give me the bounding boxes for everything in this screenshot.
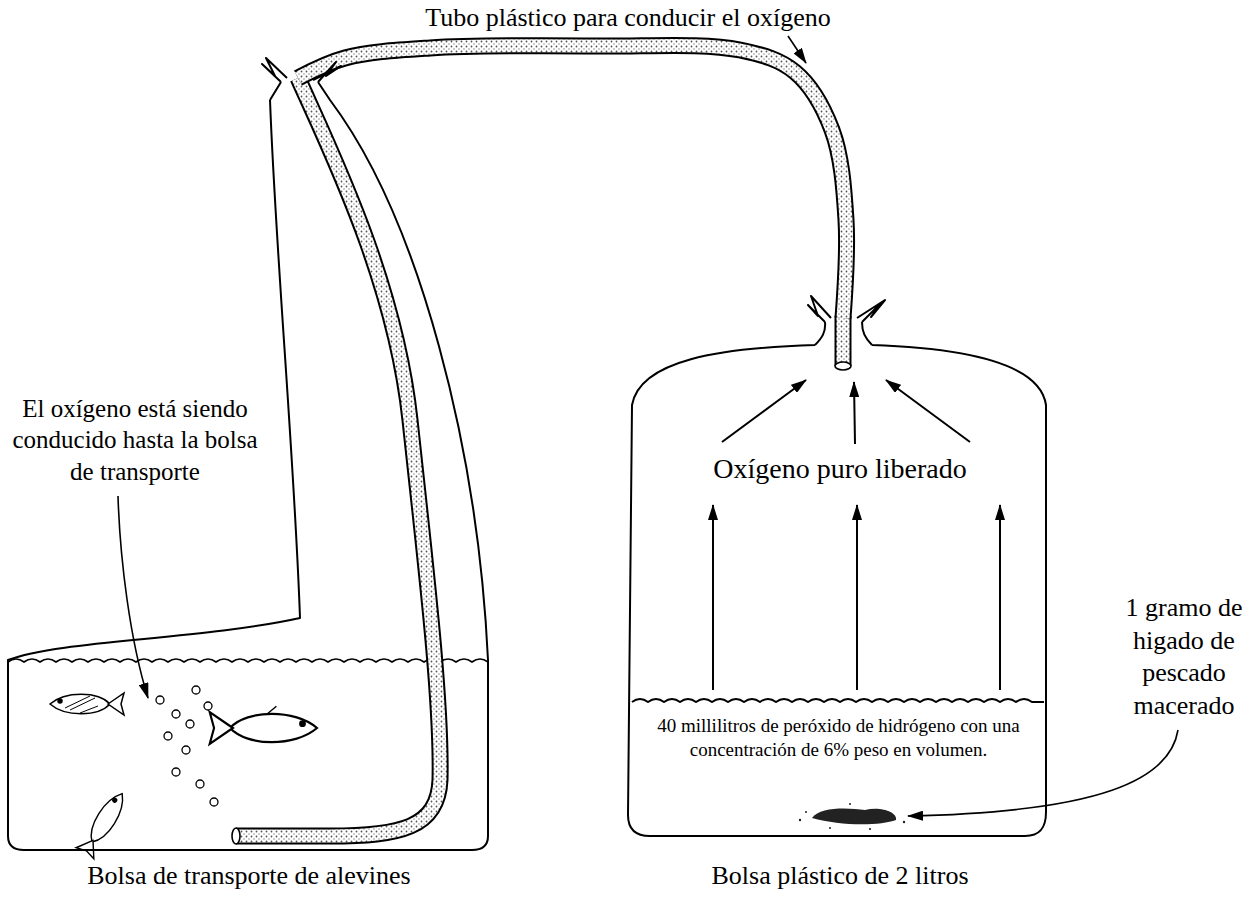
fish-part-part <box>84 789 130 847</box>
fish-part-part <box>268 706 277 713</box>
bubbles-part <box>182 746 190 754</box>
outline-path <box>632 699 1044 702</box>
fish-part-part <box>230 714 317 742</box>
tube-inside-bag-part <box>835 362 851 370</box>
node-text: 40 millilitros de peróxido de hidrógeno … <box>642 714 1035 762</box>
oxygen-callout: El oxígeno está siendo conducido hasta l… <box>10 393 260 487</box>
fish-part-part <box>76 835 102 859</box>
tube-inside-bag-part <box>232 828 240 844</box>
fish <box>50 693 317 859</box>
leader-arrows-part <box>118 496 148 698</box>
bubbles-part <box>164 732 172 740</box>
oxygen-arrows-part <box>854 382 855 444</box>
tube-inside-bag-part <box>835 316 852 366</box>
bubbles-part <box>204 702 212 710</box>
fish-part-part <box>50 694 110 714</box>
bubbles-part <box>196 780 204 788</box>
oxygen-arrows-part <box>999 505 1001 690</box>
leader-arrows <box>118 36 1178 816</box>
liver-part <box>849 803 851 805</box>
bubbles-part <box>156 696 164 704</box>
outline <box>8 78 490 893</box>
tube-label: Tubo plástico para conducir el oxígeno <box>0 2 1256 35</box>
fish-part-part <box>300 721 305 726</box>
outline-path <box>8 58 488 850</box>
liver-part <box>805 811 807 813</box>
reaction-bag: Oxígeno puro liberadoBolsa plástico de 2… <box>620 318 1060 893</box>
oxygen-arrows-part <box>856 505 858 690</box>
oxygen-tube <box>298 45 846 318</box>
transport-bag: Bolsa de transporte de alevines <box>8 78 490 893</box>
fish-part-part <box>210 712 233 744</box>
fish-part <box>210 706 317 744</box>
node-text: Bolsa de transporte de alevines <box>8 860 490 891</box>
oxygen-arrows-part <box>886 380 970 442</box>
oxygen-arrows <box>713 380 1000 690</box>
liver-part <box>903 821 905 823</box>
liver-part <box>869 828 871 830</box>
liver-part <box>799 819 801 821</box>
fish-part <box>50 693 124 715</box>
water-line <box>8 659 488 662</box>
bubbles-part <box>172 768 180 776</box>
liver-part <box>829 827 831 829</box>
fish-part <box>76 788 131 859</box>
tube-wall <box>298 45 846 318</box>
peroxide-liquid: 40 millilitros de peróxido de hidrógeno … <box>632 700 1045 833</box>
liver-part <box>812 808 896 824</box>
bubbles-part <box>210 798 218 806</box>
node-text: Oxígeno puro liberado <box>620 452 1060 486</box>
bag-caption: Bolsa plástico de 2 litros <box>620 860 1060 891</box>
fish-part-part <box>65 696 98 713</box>
bubbles-part <box>172 710 180 718</box>
bubbles-part <box>186 720 194 728</box>
tube-fill <box>298 45 846 318</box>
fish-part-part <box>108 693 124 715</box>
outline-path <box>628 296 1046 836</box>
bubbles-part <box>192 686 200 694</box>
fish-part-part <box>112 798 117 803</box>
fish-part-part <box>58 699 62 703</box>
tube-inside-bag-part <box>837 316 850 366</box>
liver <box>799 803 905 830</box>
liver-callout: 1 gramo de higado de pescado macerado <box>1116 592 1252 722</box>
oxygen-arrows-part <box>712 505 714 690</box>
water-line-part <box>8 659 488 662</box>
oxygen-arrows-part <box>722 380 806 442</box>
bubbles <box>156 686 218 806</box>
outline <box>620 318 1060 893</box>
